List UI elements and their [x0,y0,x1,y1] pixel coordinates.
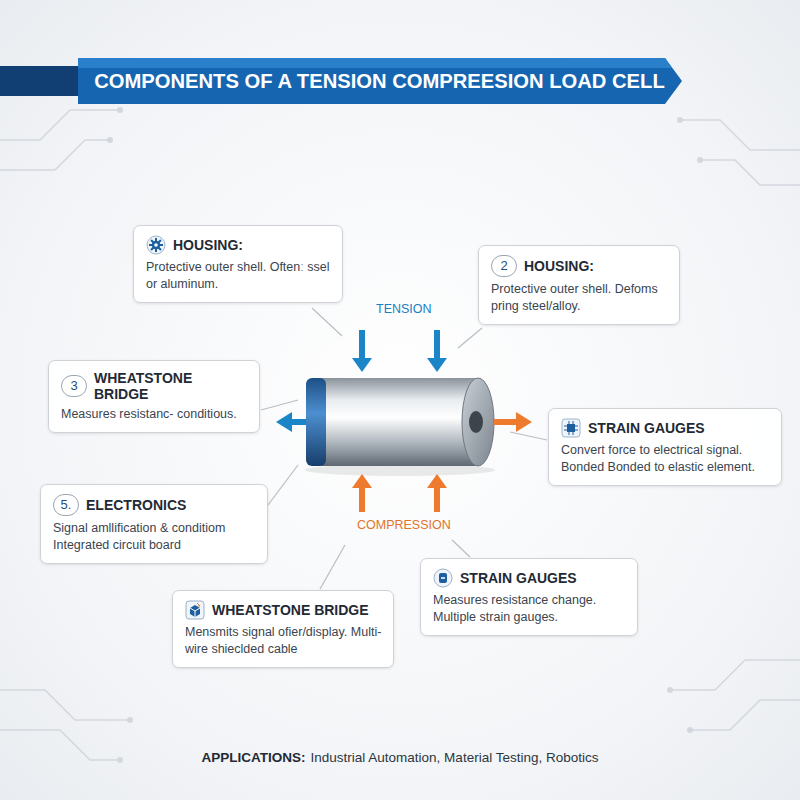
component-description: Measures resistanc- conditious. [61,406,249,423]
force-label: TENSION [376,302,432,316]
leader-line [261,308,547,589]
callout-box: 5. ELECTRONICS Signal amllification & cond… [40,484,268,564]
component-heading: STRAIN GAUGES [588,420,705,436]
component-heading: HOUSING: [524,258,594,274]
component-description: Convert force to electrical signal. Bond… [561,442,771,476]
component-heading: STRAIN GAUGES [460,570,577,586]
callout-header: 2 HOUSING: [491,255,669,277]
callout-header: STRAIN GAUGES [433,568,627,588]
component-icon [185,600,205,620]
applications-heading: APPLICATIONS: [202,750,306,765]
component-description: Mensmits signal ofier/display. Multi-wir… [185,624,383,658]
callout-box: STRAIN GAUGES Convert force to electrical… [548,408,782,486]
component-icon [561,418,581,438]
component-heading: WHEATSTONE BRIDGE [212,602,369,618]
component-heading: HOUSING: [173,237,243,253]
callout-number: 3 [61,375,87,397]
component-description: Protective outer shell. Defoms pring ste… [491,281,669,315]
callout-box: STRAIN GAUGES Measures resistance change.… [420,558,638,636]
callout-header: STRAIN GAUGES [561,418,771,438]
callout-box: 2 HOUSING: Protective outer shell. Defoms … [478,245,680,325]
component-icon [146,235,166,255]
callout-header: 5. ELECTRONICS [53,494,257,516]
title-ribbon [78,58,682,104]
component-icon [433,568,453,588]
callout-header: 3 WHEATSTONE BRIDGE [61,370,249,402]
component-heading: WHEATSTONE BRIDGE [94,370,249,402]
force-label: COMPRESSION [357,518,451,532]
component-description: Measures resistance change. Multiple str… [433,592,627,626]
callout-number: 5. [53,494,79,516]
callout-header: HOUSING: [146,235,332,255]
callout-box: 3 WHEATSTONE BRIDGE Measures resistanc- co… [48,360,260,433]
circuit-trace [0,110,800,760]
title-text: COMPONENTS OF A TENSION COMPREESION LOAD… [92,62,667,100]
callout-box: HOUSING: Protective outer shell. Oftenː s… [133,225,343,303]
title-ribbon-tail [0,66,80,96]
component-heading: ELECTRONICS [86,497,186,513]
callout-header: WHEATSTONE BRIDGE [185,600,383,620]
callout-number: 2 [491,255,517,277]
callout-box: WHEATSTONE BRIDGE Mensmits signal ofier/d… [172,590,394,668]
component-description: Protective outer shell. Oftenː ssel or a… [146,259,332,293]
load-cell-body [305,378,495,476]
component-description: Signal amllification & conditiom Integra… [53,520,257,554]
applications-list: Industrial Automation, Material Testing,… [311,750,599,765]
end-ring [306,378,326,466]
force-arrow [276,330,532,512]
